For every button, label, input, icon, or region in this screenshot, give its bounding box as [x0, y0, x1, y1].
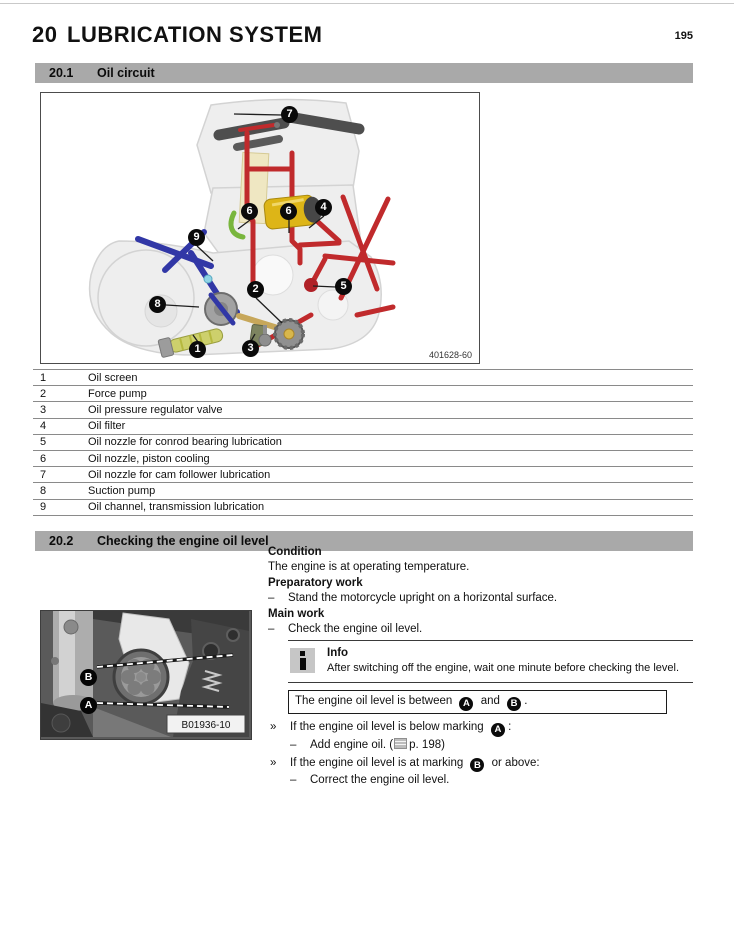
page-number: 195 [674, 30, 693, 42]
section-title: Oil circuit [97, 66, 155, 80]
legend-row: 1 Oil screen [33, 369, 693, 385]
conditional-step-1: » If the engine oil level is below marki… [268, 720, 693, 737]
step-condition: If the engine oil level is below marking… [290, 720, 512, 737]
legend-row: 2 Force pump [33, 385, 693, 401]
section-header-oil-circuit: 20.1 Oil circuit [35, 63, 693, 83]
callout-6a: 6 [241, 203, 258, 220]
instruction-column: Condition The engine is at operating tem… [268, 544, 693, 788]
spec-period: . [524, 695, 528, 707]
substep-text: Add engine oil. (p. 198) [310, 737, 445, 751]
legend-row: 5 Oil nozzle for conrod bearing lubricat… [33, 433, 693, 450]
legend-label: Force pump [88, 387, 147, 400]
legend-label: Suction pump [88, 484, 156, 497]
section-title: Checking the engine oil level [97, 534, 269, 548]
legend-row: 9 Oil channel, transmission lubrication [33, 498, 693, 516]
info-note: Info After switching off the engine, wai… [288, 640, 693, 683]
legend-row: 4 Oil filter [33, 417, 693, 434]
photo-number: B01936-10 [182, 720, 231, 731]
preparatory-heading: Preparatory work [268, 577, 363, 589]
legend-num: 5 [40, 436, 47, 449]
callout-9: 9 [188, 229, 205, 246]
marker-b-badge: B [507, 696, 522, 711]
callout-7: 7 [281, 106, 298, 123]
dash-bullet: – [290, 738, 297, 751]
oil-circuit-figure: 7 6 6 4 9 8 2 5 1 3 401628-60 [40, 92, 480, 364]
callout-8: 8 [149, 296, 166, 313]
engine-diagram-art [88, 98, 396, 358]
step-text: Check the engine oil level. [288, 623, 423, 635]
dash-bullet: – [268, 592, 275, 604]
substep-correct-level: – Correct the engine oil level. [290, 773, 693, 788]
marker-a: A [80, 697, 97, 714]
callout-1: 1 [189, 341, 206, 358]
callout-5: 5 [335, 278, 352, 295]
callout-6b: 6 [280, 203, 297, 220]
section-number: 20.1 [49, 66, 74, 80]
info-icon [290, 648, 315, 673]
oil-level-photo: B01936-10 B A [40, 610, 252, 740]
substep-text: Correct the engine oil level. [310, 774, 450, 787]
marker-b: B [80, 669, 97, 686]
legend-row: 3 Oil pressure regulator valve [33, 401, 693, 417]
info-heading: Info [327, 647, 349, 659]
conditional-step-2: » If the engine oil level is at marking … [268, 756, 693, 773]
legend-label: Oil screen [88, 371, 138, 384]
step-text: Stand the motorcycle upright on a horizo… [288, 592, 558, 604]
callout-2: 2 [247, 281, 264, 298]
marker-a-badge: A [490, 722, 505, 737]
marker-a-badge: A [459, 696, 474, 711]
legend-label: Oil nozzle for conrod bearing lubricatio… [88, 436, 282, 449]
legend-label: Oil nozzle for cam follower lubrication [88, 468, 271, 481]
legend-row: 7 Oil nozzle for cam follower lubricatio… [33, 466, 693, 482]
substep-add-oil: – Add engine oil. (p. 198) [290, 737, 693, 753]
legend-label: Oil filter [88, 420, 126, 433]
step-arrow: » [270, 756, 277, 769]
main-work-step: – Check the engine oil level. [268, 622, 693, 637]
condition-heading: Condition [268, 546, 322, 558]
main-work-heading: Main work [268, 608, 325, 620]
callout-4: 4 [315, 199, 332, 216]
step-condition: If the engine oil level is at marking B … [290, 756, 540, 773]
spec-text: The engine oil level is between [295, 695, 453, 707]
oil-level-spec-box: The engine oil level is between A and B … [288, 690, 667, 714]
legend-num: 9 [40, 501, 47, 514]
step-arrow: » [270, 720, 277, 733]
dash-bullet: – [290, 774, 297, 787]
spec-conjunction: and [480, 695, 500, 707]
legend-num: 3 [40, 403, 47, 416]
legend-num: 7 [40, 468, 47, 481]
legend-label: Oil pressure regulator valve [88, 403, 223, 416]
legend-num: 2 [40, 387, 47, 400]
legend-num: 8 [40, 484, 47, 497]
page-top-edge [0, 3, 734, 4]
chapter-number: 20 [32, 22, 58, 47]
condition-text: The engine is at operating temperature. [268, 561, 470, 573]
chapter-title: LUBRICATION SYSTEM [67, 22, 323, 47]
oil-level-photo-art: B01936-10 [41, 611, 249, 737]
manual-reference-icon [394, 737, 408, 749]
legend-num: 4 [40, 420, 47, 433]
legend-label: Oil channel, transmission lubrication [88, 501, 265, 514]
oil-circuit-legend: 1 Oil screen 2 Force pump 3 Oil pressure… [33, 369, 693, 516]
callout-3: 3 [242, 340, 259, 357]
section-header-checking-oil-level: 20.2 Checking the engine oil level [35, 531, 693, 551]
figure-number: 401628-60 [428, 350, 472, 360]
legend-num: 1 [40, 371, 47, 384]
section-number: 20.2 [49, 534, 74, 548]
info-text: After switching off the engine, wait one… [327, 662, 680, 674]
marker-b-badge: B [470, 758, 485, 773]
legend-num: 6 [40, 452, 47, 465]
preparatory-step: – Stand the motorcycle upright on a hori… [268, 591, 693, 606]
legend-row: 6 Oil nozzle, piston cooling [33, 449, 693, 466]
dash-bullet: – [268, 623, 275, 635]
legend-label: Oil nozzle, piston cooling [88, 452, 210, 465]
legend-row: 8 Suction pump [33, 482, 693, 498]
